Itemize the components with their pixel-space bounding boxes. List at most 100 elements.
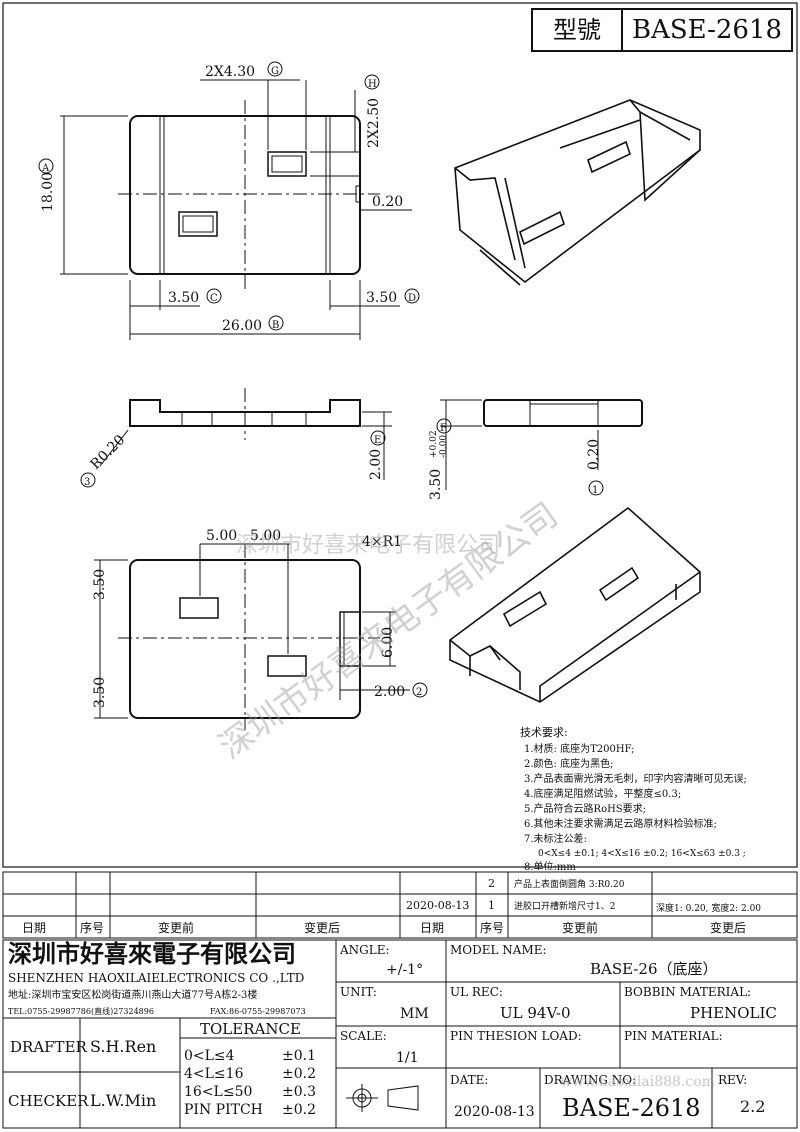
dim-020-side: 0.20 bbox=[586, 439, 602, 470]
dim-offset-020: 0.20 bbox=[372, 194, 403, 210]
dim-height-350: 3.50 bbox=[428, 469, 444, 500]
header-after-left: 变更后 bbox=[304, 920, 340, 935]
tol-value-1: ±0.1 bbox=[282, 1048, 316, 1064]
circle-f: F bbox=[440, 423, 447, 434]
circle-b: B bbox=[272, 320, 279, 331]
dim-radius: R0.20 bbox=[88, 432, 129, 473]
model-value: BASE-2618 bbox=[631, 15, 783, 45]
top-view bbox=[60, 79, 412, 340]
company-name-cn: 深圳市好喜來電子有限公司 bbox=[8, 939, 296, 968]
note-5: 5.产品符合云路RoHS要求; bbox=[524, 802, 646, 815]
bobbin-label: BOBBIN MATERIAL: bbox=[624, 985, 751, 999]
tol-plus: +0.02 bbox=[429, 430, 439, 458]
company-tel: TEL:0755-29987786(直线)27324896 bbox=[8, 1006, 154, 1016]
circle-g: G bbox=[271, 66, 279, 77]
unit-value: MM bbox=[400, 1006, 429, 1022]
note-4: 4.底座满足阻燃试验，平整度≤0.3; bbox=[524, 787, 681, 800]
tol-range-1: 0<L≤4 bbox=[184, 1048, 235, 1064]
watermark-company: 深圳市好喜来电子有限公司 bbox=[236, 533, 500, 558]
tol-value-2: ±0.2 bbox=[282, 1066, 316, 1082]
header-date-right: 日期 bbox=[420, 921, 444, 935]
tol-value-3: ±0.3 bbox=[282, 1084, 316, 1100]
tolerance-title: TOLERANCE bbox=[200, 1020, 301, 1038]
notes-heading: 技术要求: bbox=[520, 726, 568, 739]
drawing-no-label: DRAWING NO: bbox=[544, 1073, 636, 1087]
drafter-label: DRAFTER bbox=[10, 1038, 88, 1056]
header-before-left: 变更前 bbox=[158, 920, 194, 935]
rev-label: REV: bbox=[718, 1073, 747, 1087]
ul-rec-label: UL REC: bbox=[450, 985, 503, 999]
rev-note-1: 深度1: 0.20, 宽度2: 2.00 bbox=[656, 902, 761, 914]
dim-200-bottom: 2.00 bbox=[374, 684, 405, 700]
checker-label: CHECKER bbox=[8, 1092, 89, 1110]
date-value: 2020-08-13 bbox=[454, 1104, 535, 1120]
pin-load-label: PIN THESION LOAD: bbox=[450, 1029, 582, 1043]
iso-view-bottom bbox=[449, 506, 701, 703]
circle-d: D bbox=[408, 293, 416, 304]
model-name-label: MODEL NAME: bbox=[450, 943, 547, 957]
title-box: 型號 BASE-2618 bbox=[531, 8, 793, 52]
scale-value: 1/1 bbox=[396, 1050, 419, 1066]
rev-date-1: 2020-08-13 bbox=[406, 899, 469, 912]
circle-e: E bbox=[374, 435, 381, 446]
circle-a: A bbox=[41, 163, 50, 174]
iso-view-top bbox=[454, 99, 701, 286]
dim-350-bottom-bottom: 3.50 bbox=[92, 677, 108, 708]
dim-600: 6.00 bbox=[380, 627, 396, 658]
model-label: 型號 bbox=[533, 10, 623, 50]
dim-corner-radius: 4×R1 bbox=[362, 534, 402, 550]
rev-no-2: 2 bbox=[488, 877, 495, 890]
angle-label: ANGLE: bbox=[339, 943, 390, 957]
title-block: 深圳市好喜來電子有限公司 SHENZHEN HAOXILAIELECTRONIC… bbox=[2, 939, 798, 1129]
circle-1: 1 bbox=[592, 485, 598, 496]
note-8: 8.单位:mm bbox=[524, 860, 576, 870]
tol-range-2: 4<L≤16 bbox=[184, 1066, 244, 1082]
header-date-left: 日期 bbox=[22, 921, 46, 935]
rev-change-1: 进胶口开槽新增尺寸1、2 bbox=[514, 900, 615, 912]
company-name-en: SHENZHEN HAOXILAIELECTRONICS CO .,LTD bbox=[8, 971, 304, 985]
note-2: 2.颜色: 底座为黑色; bbox=[524, 757, 613, 770]
dim-350-bottom-top: 3.50 bbox=[92, 569, 108, 600]
pin-material-label: PIN MATERIAL: bbox=[624, 1029, 723, 1043]
header-before-right: 变更前 bbox=[562, 920, 598, 935]
note-6: 6.其他未注要求需满足云路原材料检验标准; bbox=[524, 817, 717, 830]
tol-range-3: 16<L≤50 bbox=[184, 1084, 252, 1100]
header-after-right: 变更后 bbox=[710, 920, 746, 935]
tol-value-4: ±0.2 bbox=[282, 1102, 316, 1118]
header-no-left: 序号 bbox=[80, 920, 104, 935]
tol-minus: -0.00 bbox=[439, 435, 449, 458]
circle-2: 2 bbox=[416, 687, 422, 698]
drafter-value: S.H.Ren bbox=[90, 1037, 156, 1056]
front-view bbox=[99, 388, 392, 480]
ul-rec-value: UL 94V-0 bbox=[500, 1004, 571, 1022]
dim-width-26: 26.00 bbox=[222, 318, 262, 334]
date-label: DATE: bbox=[450, 1073, 488, 1087]
dim-height-18: 18.00 bbox=[40, 172, 56, 212]
drawing-canvas: 2X4.30 G H 2X2.50 18.00 A 0.20 3.50 C 3.… bbox=[2, 2, 798, 870]
note-3: 3.产品表面需光滑无毛刺，印字内容清晰可见无误; bbox=[524, 772, 747, 785]
rev-change-2: 产品上表面倒圆角 3:R0.20 bbox=[514, 878, 625, 890]
bottom-view bbox=[94, 543, 410, 730]
side-view bbox=[440, 399, 643, 490]
watermark-url: www.haoxilai888.com bbox=[560, 1074, 715, 1090]
dim-500-a: 5.00 bbox=[206, 528, 237, 544]
dim-350-right: 3.50 bbox=[366, 290, 397, 306]
circle-c: C bbox=[210, 293, 218, 304]
header-no-right: 序号 bbox=[480, 920, 504, 935]
circle-3: 3 bbox=[84, 477, 90, 488]
drawing-no-value: BASE-2618 bbox=[562, 1094, 701, 1122]
note-7: 7.未标注公差: bbox=[524, 832, 587, 845]
checker-value: L.W.Min bbox=[90, 1091, 156, 1110]
bobbin-value: PHENOLIC bbox=[690, 1004, 777, 1022]
angle-value: +/-1° bbox=[386, 962, 423, 978]
model-name-value: BASE-26（底座） bbox=[590, 960, 718, 978]
tol-range-4: PIN PITCH bbox=[184, 1102, 263, 1118]
dim-350-left: 3.50 bbox=[168, 290, 199, 306]
dim-slot-height: 2X2.50 bbox=[366, 98, 382, 148]
unit-label: UNIT: bbox=[340, 985, 377, 999]
note-1: 1.材质: 底座为T200HF; bbox=[524, 742, 635, 755]
rev-no-1: 1 bbox=[488, 899, 495, 912]
scale-label: SCALE: bbox=[340, 1029, 387, 1043]
note-7-detail: 0<X≤4 ±0.1; 4<X≤16 ±0.2; 16<X≤63 ±0.3 ; bbox=[538, 849, 746, 859]
rev-value: 2.2 bbox=[740, 1097, 765, 1116]
